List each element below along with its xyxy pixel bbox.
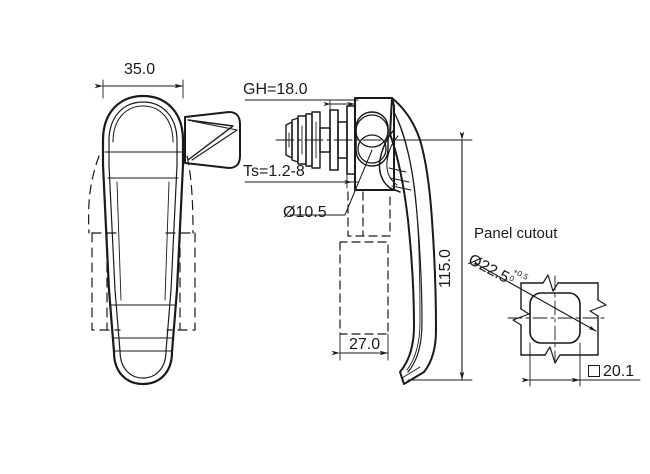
panel-cutout-geometry — [472, 260, 641, 387]
dim-label-cutout-square: 20.1 — [588, 364, 634, 380]
cutout-square-value: 20.1 — [603, 363, 635, 380]
dim-label-handle-length: 115.0 — [437, 249, 454, 288]
dim-label-panel-thickness: Ts=1.2-8 — [243, 163, 305, 180]
dim-dia-105-leader — [289, 149, 373, 216]
dim-27-line — [331, 333, 389, 361]
lock-cylinder — [285, 105, 356, 175]
dim-label-handle-width: 35.0 — [124, 61, 156, 78]
dim-35-line — [94, 79, 184, 99]
dim-gh-line — [244, 97, 359, 117]
dim-label-handle-depth: 27.0 — [349, 336, 381, 353]
side-view-geometry — [275, 97, 437, 385]
square-symbol-icon — [588, 365, 600, 377]
front-view-geometry — [87, 94, 196, 386]
dim-label-hole-diameter: Ø10.5 — [283, 204, 327, 221]
note-panel-cutout: Panel cutout — [474, 225, 558, 242]
dim-115-line — [399, 131, 473, 381]
dim-ts-line — [244, 173, 359, 191]
front-view-cam — [184, 111, 241, 169]
dim-label-grip-height: GH=18.0 — [243, 81, 308, 98]
